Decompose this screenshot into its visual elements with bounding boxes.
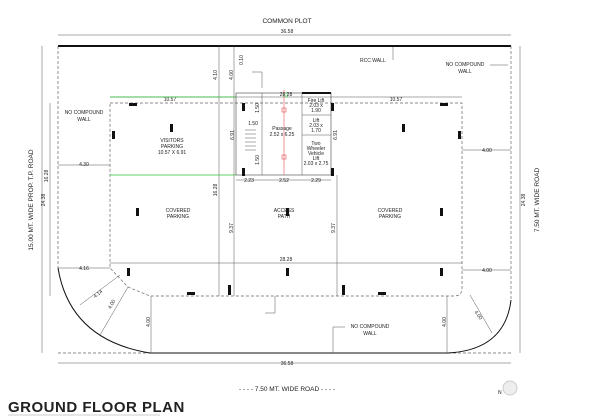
diag-dim-c <box>469 294 493 334</box>
fire-hydrant-icon <box>281 107 287 113</box>
covered-parking-left-2: PARKING <box>167 214 189 220</box>
side-margin-left: 4.30 <box>79 162 89 168</box>
no-compound-wall-bottom-2: WALL <box>363 331 377 337</box>
covered-parking-right: COVERED <box>378 208 403 214</box>
twl-4: Lift <box>313 156 320 162</box>
visitors-parking-size: 10.57 X 6.91 <box>158 150 187 156</box>
stair-run-top: 1.50 <box>255 103 261 113</box>
twl-1: Two <box>311 141 320 147</box>
front-margin-inner: 4.00 <box>229 70 235 80</box>
plot-depth-left: 24.38 <box>41 194 47 207</box>
diag-dim-b <box>99 286 129 336</box>
fire-lift-size: 2.03 x <box>309 103 323 109</box>
passage-size: 2.52 x 6.25 <box>270 132 295 138</box>
valve-icon <box>283 92 289 98</box>
bottom-depth-right: 9.37 <box>331 223 337 233</box>
side-margin-right-2: 4.00 <box>482 268 492 274</box>
right-curve-edge <box>447 299 512 354</box>
covered-parking-right-2: PARKING <box>379 214 401 220</box>
right-wing-width: 10.57 <box>390 97 403 103</box>
diag-dim-a <box>79 274 121 306</box>
core-mid-width: 2.52 <box>279 178 289 184</box>
exit-arrow-icon <box>265 296 276 314</box>
lift-size-2: 1.70 <box>311 128 321 134</box>
twl-2: Wheeler <box>307 146 326 152</box>
columns <box>112 103 461 295</box>
drawing-title: GROUND FLOOR PLAN <box>8 399 185 416</box>
stair-run-bottom: 1.50 <box>255 155 261 165</box>
no-compound-wall-left: NO COMPOUND <box>65 110 104 116</box>
left-bottom: 4.16 <box>79 266 89 272</box>
leader-line <box>332 326 345 353</box>
core-right-width: 2.29 <box>311 178 321 184</box>
right-road-label: 7.50 MT. WIDE ROAD <box>534 168 541 233</box>
building-depth-left: 16.28 <box>44 170 50 183</box>
diag-a: 4.14 <box>93 289 104 300</box>
diag-b: 4.00 <box>107 299 117 311</box>
common-plot-label: COMMON PLOT <box>262 18 311 25</box>
passage-label: Passage <box>272 126 292 132</box>
two-wheeler-lift: Two Wheeler Vehicle Lift 2.03 x 2.75 <box>304 141 329 167</box>
front-margin: 4.10 <box>213 70 219 80</box>
core-wall <box>302 92 331 94</box>
fire-lift-label: Fire Lift <box>308 98 325 104</box>
core-depth-right: 6.91 <box>333 130 339 140</box>
visitors-parking-label: VISITORS <box>160 138 184 144</box>
core-left-width: 2.23 <box>244 178 254 184</box>
access-path-label-2: PATH <box>278 214 291 220</box>
lift: Lift 2.03 x 1.70 <box>309 118 323 134</box>
fire-hydrant-icon <box>281 154 287 160</box>
fire-lift-size-2: 1.90 <box>311 108 321 114</box>
bottom-road-label: - - - - 7.50 MT. WIDE ROAD - - - - <box>239 386 335 393</box>
twl-3: Vehicle <box>308 151 324 157</box>
plot-width-bottom: 36.58 <box>281 361 294 367</box>
no-compound-wall-left-2: WALL <box>77 117 91 123</box>
north-compass-icon <box>502 380 518 396</box>
diag-c: 4.00 <box>473 310 484 322</box>
core-block <box>235 92 332 176</box>
twl-5: 2.03 x 2.75 <box>304 161 329 167</box>
left-wing-width: 10.57 <box>164 97 177 103</box>
lift-label: Lift <box>313 118 320 124</box>
no-compound-wall-bottom: NO COMPOUND <box>351 324 390 330</box>
building-depth-inner: 16.28 <box>213 184 219 197</box>
left-curve-edge <box>57 267 151 354</box>
building-width-bottom: 28.28 <box>280 257 293 263</box>
fire-lift: Fire Lift 2.03 x 1.90 <box>308 98 325 114</box>
no-compound-wall-tr-2: WALL <box>458 69 472 75</box>
gap-dim: 0.10 <box>239 55 245 65</box>
covered-parking-left: COVERED <box>166 208 191 214</box>
bottom-depth-left: 9.37 <box>229 223 235 233</box>
entry-arrow-icon <box>252 71 263 88</box>
stair-width: 1.50 <box>248 121 258 127</box>
building-outline <box>109 102 463 297</box>
plot-width-top: 36.58 <box>281 29 294 35</box>
lift-size: 2.03 x <box>309 123 323 129</box>
visitors-parking-label-2: PARKING <box>161 144 183 150</box>
core-depth-left: 6.91 <box>230 130 236 140</box>
rear-margin-right: 4.00 <box>442 317 448 327</box>
side-margin-right: 4.00 <box>482 148 492 154</box>
building-width-top: 28.28 <box>280 92 293 98</box>
no-compound-wall-tr: NO COMPOUND <box>446 62 485 68</box>
rear-margin-left: 4.00 <box>146 317 152 327</box>
north-label: N <box>498 390 502 396</box>
staircase <box>245 129 256 151</box>
access-path-label: ACCESS <box>274 208 295 214</box>
left-road-label: 15.00 MT. WIDE PROP. T.P. ROAD <box>28 149 35 250</box>
rcc-wall-label: RCC WALL <box>360 58 386 64</box>
plot-depth-right: 24.38 <box>521 194 527 207</box>
